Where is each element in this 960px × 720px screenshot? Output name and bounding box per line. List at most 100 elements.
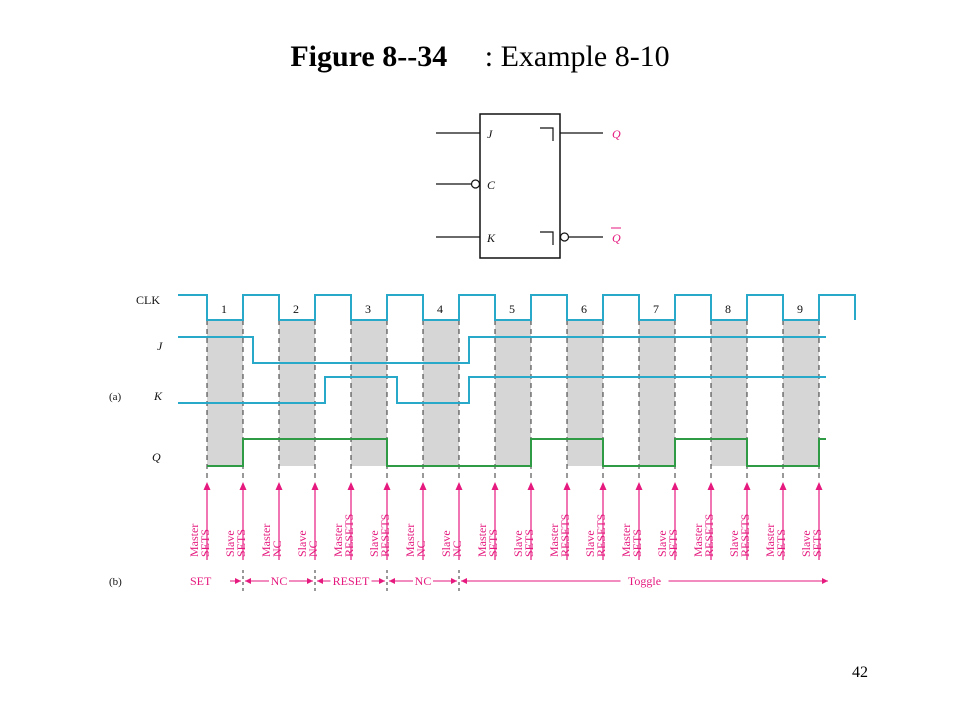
clock-low-shading [207,320,819,466]
pulse-number-2: 2 [293,302,299,316]
postponed-output-mark-top [540,127,554,141]
edge-label-2-1: Slave [223,530,237,557]
signal-labels: CLK J K Q (a) (b) [109,293,163,588]
edge-label-1-2: SETS [198,529,212,557]
signal-label-j: J [157,339,163,353]
mode-arrow-left-5 [461,578,467,584]
edge-label-18-1: Slave [799,530,813,557]
j-waveform [178,336,826,364]
edge-arrowhead-1 [203,482,211,490]
clock-low-shade-9 [783,320,819,466]
edge-arrowhead-8 [455,482,463,490]
edge-arrowhead-11 [563,482,571,490]
edge-arrowhead-3 [275,482,283,490]
postponed-output-mark-bottom [540,231,554,245]
q-output-label: Q [612,127,621,141]
edge-label-17-2: SETS [774,529,788,557]
edge-label-7-2: NC [414,540,428,557]
mode-label-5: Toggle [628,574,661,588]
edge-label-12-1: Slave [583,530,597,557]
pulse-number-7: 7 [653,302,659,316]
edge-label-3-1: Master [259,524,273,557]
edge-label-13-1: Master [619,524,633,557]
pulse-number-8: 8 [725,302,731,316]
edge-arrowhead-7 [419,482,427,490]
mode-label-3: RESET [333,574,370,588]
edge-label-6-2: RESETS [378,514,392,557]
edge-label-10-2: SETS [522,529,536,557]
page-number: 42 [852,664,868,681]
mode-arrow-right-2 [307,578,313,584]
pulse-number-6: 6 [581,302,587,316]
operating-mode-row: SET NC RESET NC Toggle [190,570,828,594]
edge-arrowhead-10 [527,482,535,490]
clock-low-shade-6 [567,320,603,466]
mode-arrow-right-1 [235,578,241,584]
edge-label-13-2: SETS [630,529,644,557]
part-b-label: (b) [109,576,122,588]
edge-arrowhead-15 [707,482,715,490]
edge-label-7-1: Master [403,524,417,557]
mode-label-4: NC [415,574,432,588]
edge-label-6-1: Slave [367,530,381,557]
mode-arrow-left-2 [245,578,251,584]
pulse-number-3: 3 [365,302,371,316]
figure-caption: : Example 8-10 [447,40,670,73]
edge-label-12-2: RESETS [594,514,608,557]
edge-arrowhead-16 [743,482,751,490]
q-bar-output-label: Q [612,231,621,245]
edge-label-1-1: Master [187,524,201,557]
edge-label-5-1: Master [331,524,345,557]
edge-label-5-2: RESETS [342,514,356,557]
mode-label-1: SET [190,574,212,588]
edge-arrowhead-12 [599,482,607,490]
pulse-number-5: 5 [509,302,515,316]
clock-low-shade-4 [423,320,459,466]
mode-arrow-left-4 [389,578,395,584]
mode-arrow-right-3 [379,578,385,584]
clock-low-shade-7 [639,320,675,466]
clock-low-shade-1 [207,320,243,466]
edge-label-4-1: Slave [295,530,309,557]
edge-label-4-2: NC [306,540,320,557]
edge-arrowhead-4 [311,482,319,490]
edge-arrowhead-18 [815,482,823,490]
edge-label-3-2: NC [270,540,284,557]
edge-arrows [203,482,823,560]
clock-low-shade-3 [351,320,387,466]
waveforms [178,294,856,467]
mode-arrow-right-4 [451,578,457,584]
edge-label-10-1: Slave [511,530,525,557]
flipflop-box [479,113,561,259]
clock-low-shade-8 [711,320,747,466]
clock-low-shade-2 [279,320,315,466]
edge-label-16-2: RESETS [738,514,752,557]
pulse-number-9: 9 [797,302,803,316]
edge-arrowhead-6 [383,482,391,490]
figure-number: Figure 8--34 [290,40,448,73]
edge-label-15-2: RESETS [702,514,716,557]
part-a-label: (a) [109,391,122,403]
signal-label-k: K [153,389,163,403]
signal-label-q: Q [152,450,161,464]
clock-inversion-bubble [470,179,481,189]
edge-label-14-2: SETS [666,529,680,557]
edge-label-9-1: Master [475,524,489,557]
edge-arrowhead-5 [347,482,355,490]
pulse-number-4: 4 [437,302,443,316]
clock-low-shade-5 [495,320,531,466]
edge-arrowhead-13 [635,482,643,490]
k-waveform [178,376,826,404]
edge-label-11-2: RESETS [558,514,572,557]
pulse-number-1: 1 [221,302,227,316]
mode-label-2: NC [271,574,288,588]
j-input-label: J [487,127,493,141]
figure-title: Figure 8--34 : Example 8-10 [0,40,960,74]
q-waveform [207,438,826,467]
edge-arrowhead-9 [491,482,499,490]
edge-label-16-1: Slave [727,530,741,557]
edge-label-15-1: Master [691,524,705,557]
mode-arrow-right-5 [822,578,828,584]
